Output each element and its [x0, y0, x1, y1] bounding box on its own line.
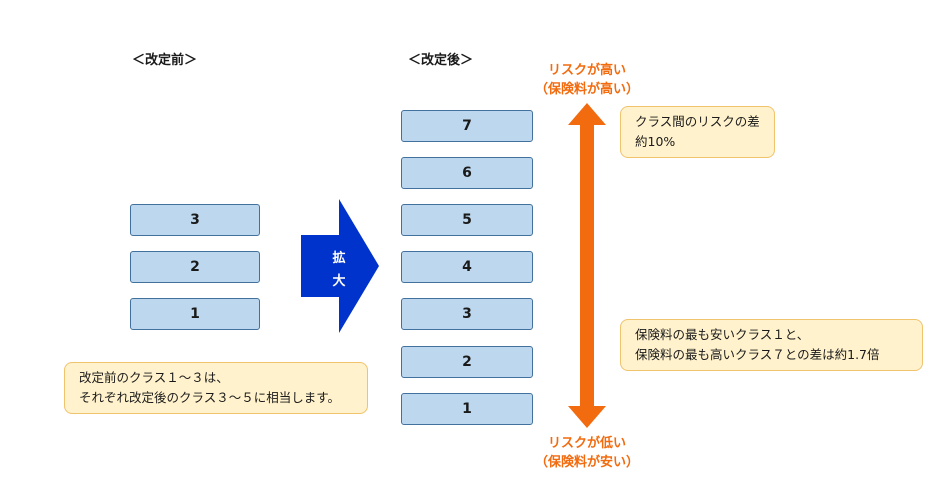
risk-low-line2: （保険料が安い） [534, 455, 640, 470]
before-class-1: 1 [130, 298, 260, 330]
note-risk-gap-line1: クラス間のリスクの差 [635, 114, 760, 129]
after-class-5: 5 [401, 204, 533, 236]
note-premium-ratio-line1: 保険料の最も安いクラス１と、 [635, 327, 810, 342]
risk-low-line1: リスクが低い [547, 436, 627, 451]
risk-high-line1: リスクが高い [547, 63, 627, 78]
heading-before: ＜改定前＞ [132, 53, 198, 68]
note-risk-gap: クラス間のリスクの差 約10% [620, 106, 775, 158]
expand-label-2: 大 [332, 274, 346, 289]
after-class-4: 4 [401, 251, 533, 283]
after-class-2: 2 [401, 346, 533, 378]
note-before: 改定前のクラス１～３は、 それぞれ改定後のクラス３～５に相当します。 [64, 362, 368, 414]
after-class-1: 1 [401, 393, 533, 425]
after-class-6: 6 [401, 157, 533, 189]
after-class-7: 7 [401, 110, 533, 142]
before-class-3: 3 [130, 204, 260, 236]
note-before-line2: それぞれ改定後のクラス３～５に相当します。 [79, 390, 341, 405]
risk-low-label: リスクが低い （保険料が安い） [535, 434, 639, 472]
risk-high-line2: （保険料が高い） [534, 82, 640, 97]
note-risk-gap-line2: 約10% [635, 134, 676, 149]
note-premium-ratio-line2: 保険料の最も高いクラス７との差は約1.7倍 [635, 347, 880, 362]
before-class-2: 2 [130, 251, 260, 283]
risk-double-arrow-icon [568, 103, 606, 428]
note-premium-ratio: 保険料の最も安いクラス１と、 保険料の最も高いクラス７との差は約1.7倍 [620, 319, 923, 371]
heading-after: ＜改定後＞ [408, 53, 474, 68]
after-class-3: 3 [401, 298, 533, 330]
expand-label-1: 拡 [332, 251, 346, 266]
risk-high-label: リスクが高い （保険料が高い） [535, 61, 639, 99]
note-before-line1: 改定前のクラス１～３は、 [79, 370, 229, 385]
expand-arrow-icon [301, 199, 379, 333]
